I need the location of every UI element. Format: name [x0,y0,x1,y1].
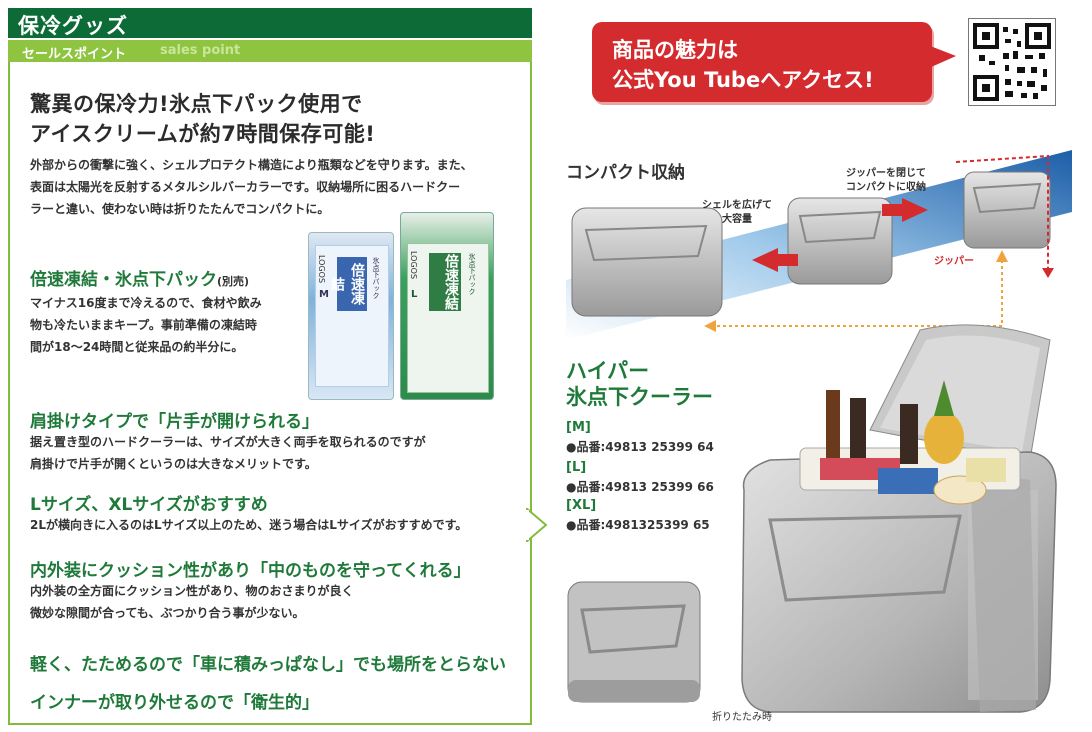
intro-line-3: ラーと違い、使わない時は折りたたんでコンパクトに。 [30,202,330,216]
icepack-title-text: 倍速凍結・氷点下パック [30,270,217,290]
icepack-l-image: LOGOS 倍速凍結 氷点下パック L [400,212,494,400]
compact-diagram [566,150,1072,340]
size-l-code: ●品番:49813 25399 66 [566,480,714,494]
intro-line-1: 外部からの衝撃に強く、シェルプロテクト構造により瓶類などを守ります。また、 [30,158,473,172]
icepack-l-size: L [411,289,418,300]
size-l-label: [L] [566,460,587,475]
product-name: ハイパー 氷点下クーラー [566,358,713,410]
icepack-m-sub: 氷点下パック [372,257,380,299]
pineapple-icon [924,412,964,464]
icepack-l-label: 倍速凍結 [429,253,461,311]
banner-line-1: 商品の魅力は [612,38,738,62]
subheader-band [8,40,532,62]
content-panel [8,62,532,725]
icepack-line-2: 物も冷たいままキープ。事前準備の凍結時 [30,318,257,332]
intro-line-2: 表面は太陽光を反射するメタルシルバーカラーです。収納場所に困るハードクー [30,180,461,194]
folded-cooler-image [567,581,701,703]
banner-arrow-tail [920,42,956,72]
subheader-ja: セールスポイント [22,47,127,62]
compact-title: コンパクト収納 [566,163,685,183]
youtube-qr-code[interactable] [968,18,1056,106]
headline-line-1: 驚異の保冷力!氷点下パック使用で [30,92,363,116]
point-1: 軽く、たためるので「車に積みっぱなし」でも場所をとらない [30,655,506,675]
size-m-code: ●品番:49813 25399 64 [566,440,714,454]
cushion-line-2: 微妙な隙間が合っても、ぶつかり合う事が少ない。 [30,606,305,620]
icepack-line-1: マイナス16度まで冷えるので、食材や飲み [30,296,262,310]
icepack-m-label: 倍速凍結 [329,257,367,311]
section-title: 保冷グッズ [18,14,128,38]
icepack-l-brand: LOGOS [409,251,418,280]
bottle-2-icon [850,398,866,464]
compact-cooler-open [571,207,723,317]
cushion-title: 内外装にクッション性があり「中のものを守ってくれる」 [30,561,471,581]
section-header-band [8,8,532,38]
arrow-expand-icon [752,248,798,272]
label-shell-2: 大容量 [722,214,752,225]
subheader-en: sales point [160,43,241,58]
shoulder-title: 肩掛けタイプで「片手が開けられる」 [30,412,319,432]
cooler-strap [970,470,1036,712]
bottle-1-icon [826,390,840,460]
return-path-line [712,260,1003,327]
icepack-m-brand: LOGOS [317,255,326,284]
panel-callout-notch [526,508,548,542]
product-name-line-2: 氷点下クーラー [566,385,713,409]
size-rec-title: Lサイズ、XLサイズがおすすめ [30,495,268,515]
icepack-l-sub: 氷点下パック [468,253,476,295]
qr-code-icon [973,23,1051,101]
label-zip-1: ジッパーを閉じて [846,168,926,179]
icepack-line-3: 間が18〜24時間と従来品の約半分に。 [30,340,244,354]
size-rec-line-1: 2Lが横向きに入るのはLサイズ以上のため、迷う場合はLサイズがおすすめです。 [30,518,468,532]
product-name-line-1: ハイパー [566,359,650,383]
icepack-m-image: LOGOS 倍速凍結 氷点下パック M [308,232,394,400]
product-cooler-image [741,324,1057,713]
icepack-m-size: M [319,289,329,300]
icepack-title: 倍速凍結・氷点下パック(別売) [30,265,249,290]
cushion-line-1: 内外装の全方面にクッション性があり、物のおさまりが良く [30,584,354,598]
size-xl-label: [XL] [566,498,597,513]
label-zip-2: コンパクトに収納 [846,182,926,193]
headline-line-2: アイスクリームが約7時間保存可能! [30,122,376,146]
size-m-label: [M] [566,420,591,435]
banner-line-2: 公式You Tubeへアクセス! [612,68,874,92]
shoulder-line-2: 肩掛けで片手が開くというのは大きなメリットです。 [30,457,317,471]
point-2: インナーが取り外せるので「衛生的」 [30,693,319,713]
zip-arrow-icon [1042,268,1054,278]
folded-label: 折りたたみ時 [712,712,772,723]
youtube-banner[interactable] [592,22,932,102]
icepack-note: (別売) [217,275,250,288]
arrow-compress-icon [882,198,928,222]
label-shell-1: シェルを広げて [702,200,772,211]
size-xl-code: ●品番:4981325399 65 [566,518,710,532]
shoulder-line-1: 据え置き型のハードクーラーは、サイズが大きく両手を取られるのですが [30,435,426,449]
bottle-3-icon [900,404,918,464]
zip-path-line [955,154,1049,272]
label-zipper: ジッパー [934,256,974,267]
